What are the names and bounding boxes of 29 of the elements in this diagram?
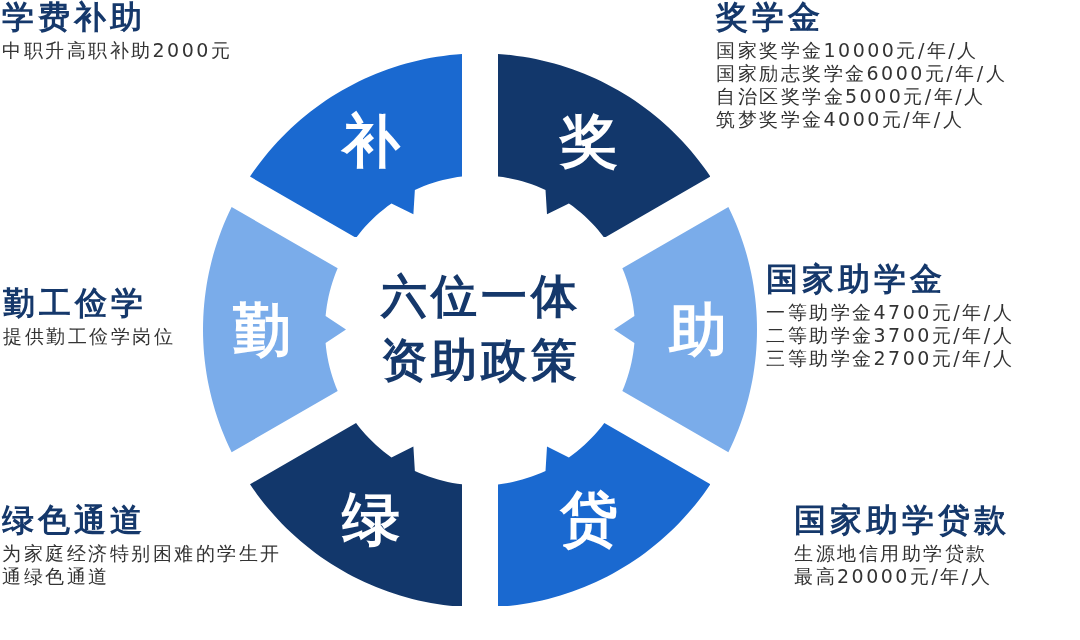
description-text: 提供勤工俭学岗位 [3, 325, 175, 349]
section-heading: 勤工俭学 [3, 286, 147, 322]
description-text: 三等助学金2700元/年/人 [766, 347, 1015, 371]
wheel-segment [614, 207, 757, 453]
section-heading: 学费补助 [2, 0, 146, 36]
segment-label: 奖 [560, 112, 618, 171]
description-text: 二等助学金3700元/年/人 [766, 324, 1015, 348]
description-text: 一等助学金4700元/年/人 [766, 301, 1015, 325]
segment-label: 补 [342, 112, 400, 171]
description-text: 自治区奖学金5000元/年/人 [716, 85, 986, 109]
segment-label: 助 [669, 301, 727, 359]
description-text: 最高20000元/年/人 [794, 565, 993, 589]
section-heading: 国家助学贷款 [794, 503, 1010, 539]
section-heading: 奖学金 [716, 0, 824, 36]
wheel-segment [498, 422, 711, 607]
segment-label: 绿 [342, 489, 400, 548]
section-heading: 绿色通道 [2, 503, 146, 539]
wheel-segment [498, 53, 711, 238]
section-heading: 国家助学金 [766, 262, 946, 298]
description-text: 筑梦奖学金4000元/年/人 [716, 108, 965, 132]
center-title: 六位一体资助政策 [381, 268, 582, 389]
wheel-segment [203, 207, 346, 453]
description-text: 为家庭经济特别困难的学生开通绿色通道 [2, 542, 283, 589]
description-text: 国家奖学金10000元/年/人 [716, 39, 979, 63]
description-text: 国家励志奖学金6000元/年/人 [716, 62, 1008, 86]
wheel-segment [249, 53, 462, 238]
description-text: 生源地信用助学贷款 [794, 542, 988, 566]
segment-label: 勤 [233, 301, 291, 359]
description-text: 中职升高职补助2000元 [2, 39, 233, 63]
